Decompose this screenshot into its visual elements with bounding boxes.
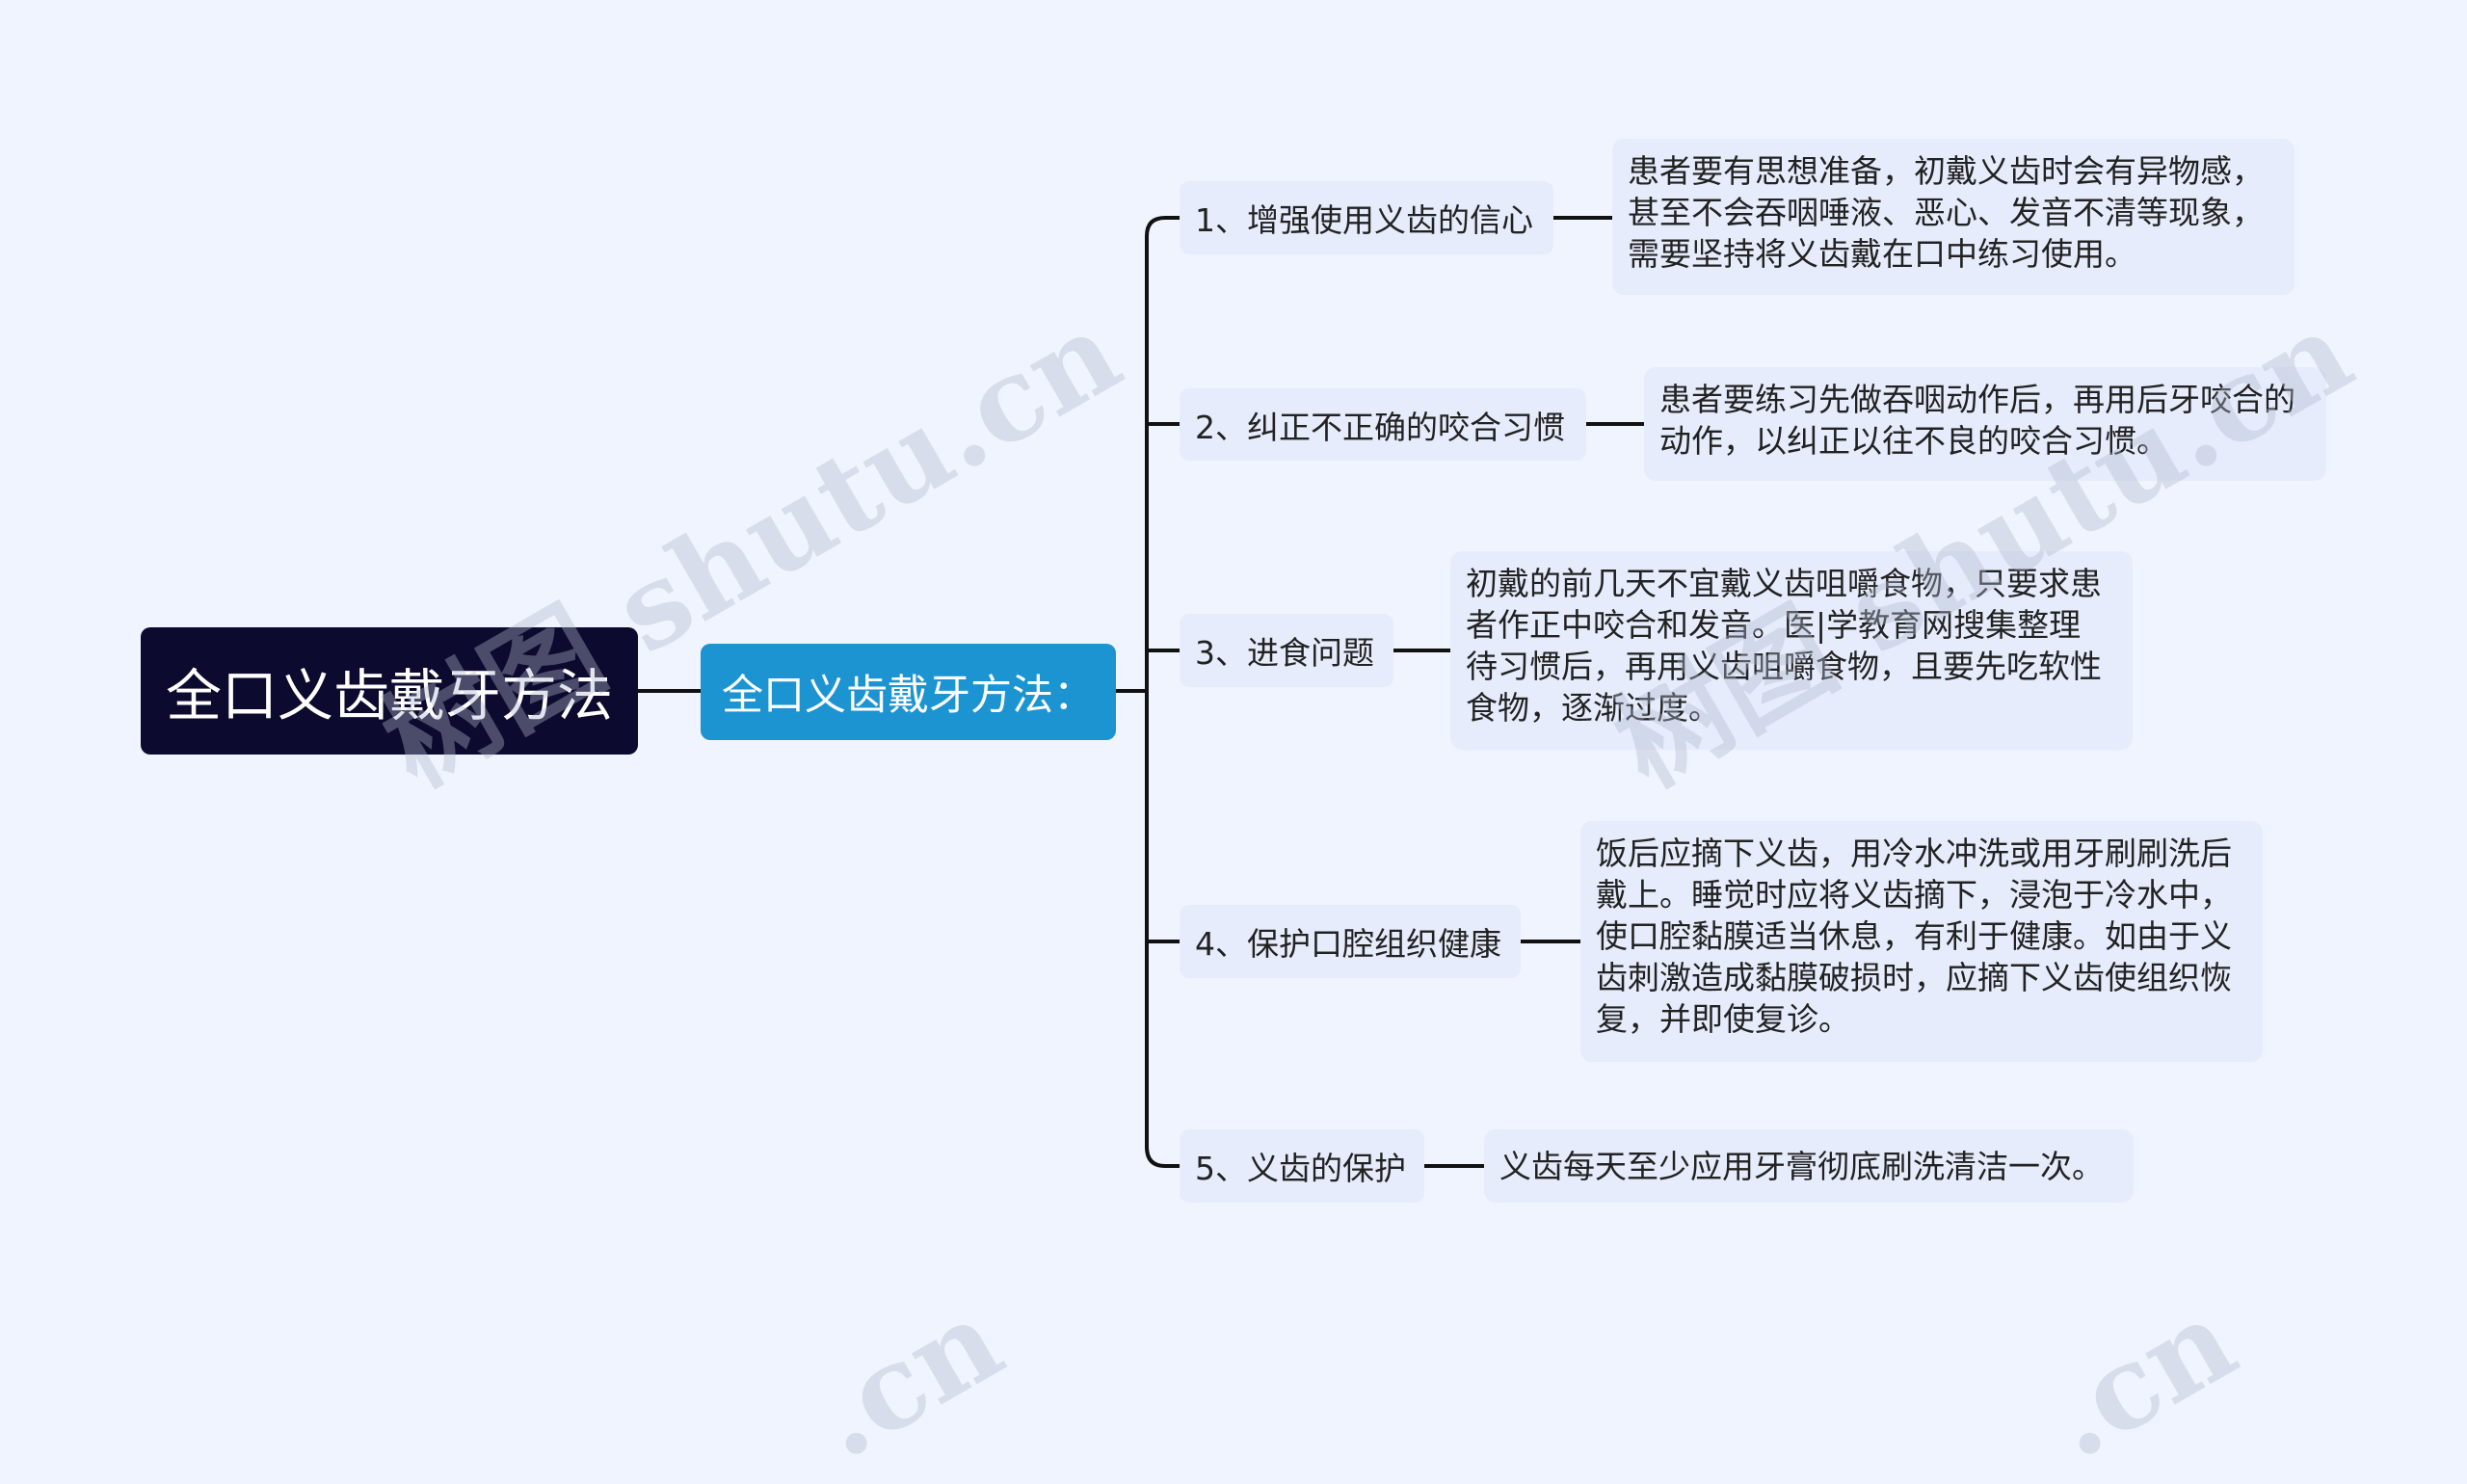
detail-node-eating[interactable]: 初戴的前几天不宜戴义齿咀嚼食物，只要求患 者作正中咬合和发音。医|学教育网搜集整… [1450, 551, 2133, 750]
branch-node-denture-care[interactable]: 5、义齿的保护 [1180, 1129, 1424, 1203]
detail-line: 义齿每天至少应用牙膏彻底刷洗清洁一次。 [1499, 1147, 2104, 1185]
detail-node-oral-health[interactable]: 饭后应摘下义齿，用冷水冲洗或用牙刷刷洗后 戴上。睡觉时应将义齿摘下，浸泡于冷水中… [1580, 821, 2263, 1062]
detail-node-denture-care[interactable]: 义齿每天至少应用牙膏彻底刷洗清洁一次。 [1484, 1129, 2134, 1203]
detail-line: 齿刺激造成黏膜破损时，应摘下义齿使组织恢 [1596, 959, 2232, 996]
branch-label: 2、纠正不正确的咬合习惯 [1195, 408, 1565, 446]
branch-node-confidence[interactable]: 1、增强使用义齿的信心 [1180, 181, 1553, 254]
branch-node-bite-habit[interactable]: 2、纠正不正确的咬合习惯 [1180, 388, 1586, 461]
branch-label: 3、进食问题 [1195, 634, 1374, 672]
branch-node-eating[interactable]: 3、进食问题 [1180, 614, 1393, 687]
detail-line: 甚至不会吞咽唾液、恶心、发音不清等现象， [1628, 194, 2264, 231]
connector-lines [636, 216, 1646, 1168]
root-label: 全口义齿戴牙方法 [165, 663, 613, 729]
connector-trunk-top-elbow [1145, 216, 1181, 238]
mindmap-canvas: 全口义齿戴牙方法 全口义齿戴牙方法： 1、增强使用义齿的信心 患者要有思想准备，… [141, 139, 2374, 1484]
detail-line: 饭后应摘下义齿，用冷水冲洗或用牙刷刷洗后 [1596, 835, 2232, 872]
detail-node-confidence[interactable]: 患者要有思想准备，初戴义齿时会有异物感， 甚至不会吞咽唾液、恶心、发音不清等现象… [1612, 139, 2295, 295]
detail-line: 需要坚持将义齿戴在口中练习使用。 [1628, 235, 2136, 273]
branch-label: 4、保护口腔组织健康 [1195, 925, 1501, 963]
detail-line: 患者要有思想准备，初戴义齿时会有异物感， [1628, 152, 2264, 190]
main-topic-label: 全口义齿戴牙方法： [722, 672, 1095, 720]
detail-node-bite-habit[interactable]: 患者要练习先做吞咽动作后，再用后牙咬合的 动作，以纠正以往不良的咬合习惯。 [1644, 367, 2326, 481]
detail-line: 戴上。睡觉时应将义齿摘下，浸泡于冷水中， [1596, 876, 2232, 914]
branch-label: 1、增强使用义齿的信心 [1195, 201, 1533, 239]
detail-line: 使口腔黏膜适当休息，有利于健康。如由于义 [1596, 917, 2232, 955]
detail-line: 待习惯后，再用义齿咀嚼食物，且要先吃软性 [1466, 648, 2102, 685]
detail-line: 患者要练习先做吞咽动作后，再用后牙咬合的 [1659, 381, 2295, 418]
branch-node-oral-health[interactable]: 4、保护口腔组织健康 [1180, 905, 1521, 978]
root-node[interactable]: 全口义齿戴牙方法 [141, 627, 638, 755]
detail-line: 初戴的前几天不宜戴义齿咀嚼食物，只要求患 [1466, 565, 2102, 602]
detail-line: 食物，逐渐过度。 [1466, 689, 1720, 727]
main-topic-node[interactable]: 全口义齿戴牙方法： [701, 644, 1116, 740]
connector-trunk-bottom-elbow [1145, 1145, 1181, 1168]
detail-line: 动作，以纠正以往不良的咬合习惯。 [1659, 422, 2168, 460]
detail-line: 复，并即使复诊。 [1596, 1000, 1850, 1038]
branch-label: 5、义齿的保护 [1195, 1150, 1406, 1187]
detail-line: 者作正中咬合和发音。医|学教育网搜集整理 [1466, 606, 2082, 644]
